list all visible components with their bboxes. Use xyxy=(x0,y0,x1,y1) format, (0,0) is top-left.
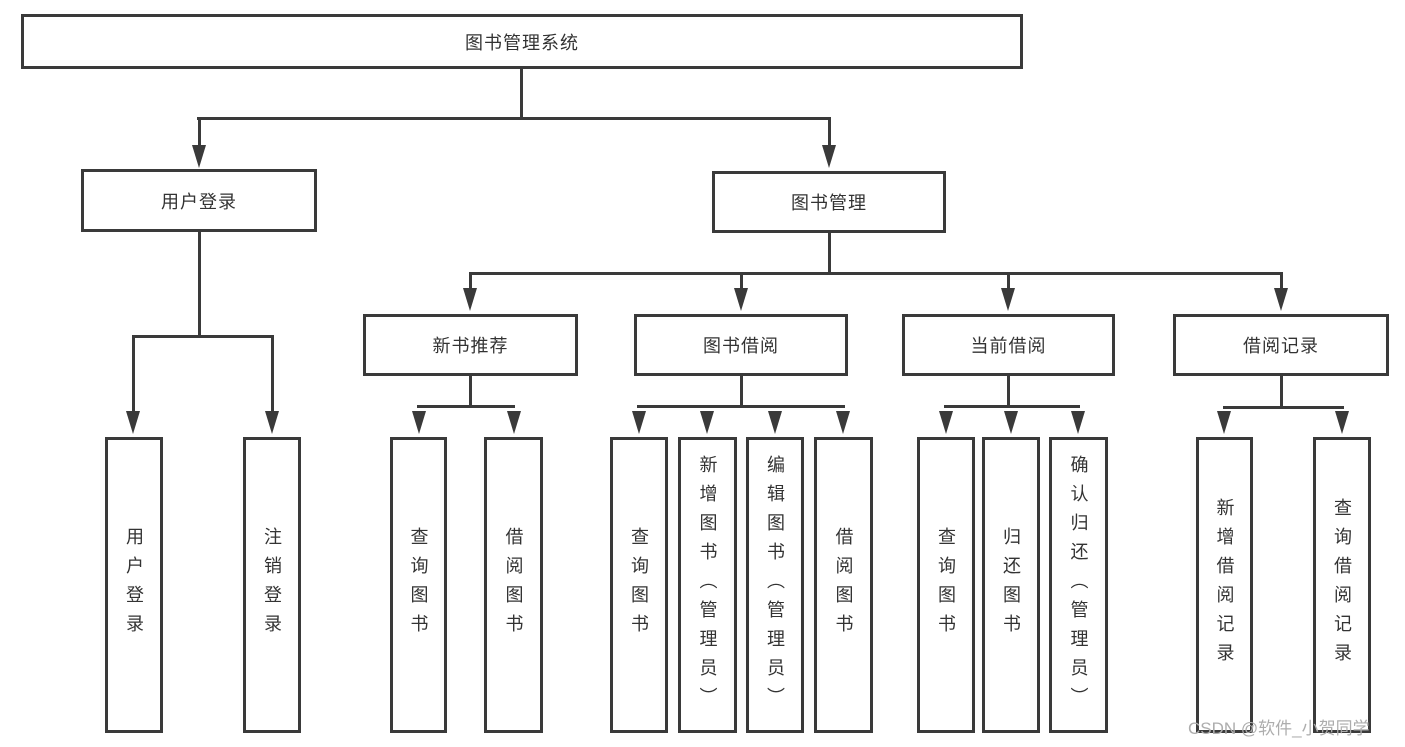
connector-line xyxy=(469,275,472,289)
node-current-borrowing: 当前借阅 xyxy=(902,314,1115,376)
node-query-books-recommend: 查询图书 xyxy=(390,437,447,733)
arrowhead-down xyxy=(265,411,279,434)
node-query-books-current: 查询图书 xyxy=(917,437,975,733)
node-borrow-books-borrow: 借阅图书 xyxy=(814,437,873,733)
connector-line xyxy=(132,335,274,338)
node-label: 编辑图书（管理员） xyxy=(765,454,785,716)
connector-line xyxy=(1007,376,1010,408)
node-logout: 注销登录 xyxy=(243,437,301,733)
connector-line xyxy=(944,405,1080,408)
node-label: 图书管理 xyxy=(791,193,867,213)
node-label: 用户登录 xyxy=(161,191,237,212)
node-label: 查询借阅记录 xyxy=(1332,498,1352,672)
node-label: 借阅记录 xyxy=(1243,336,1319,356)
node-label: 当前借阅 xyxy=(970,336,1047,356)
arrowhead-down xyxy=(1274,288,1288,311)
arrowhead-down xyxy=(734,288,748,311)
arrowhead-down xyxy=(700,411,714,434)
node-root-library-system: 图书管理系统 xyxy=(21,14,1023,69)
node-borrowing-records: 借阅记录 xyxy=(1173,314,1389,376)
node-query-books-borrow: 查询图书 xyxy=(610,437,668,733)
connector-line xyxy=(417,405,515,408)
connector-line xyxy=(198,120,201,146)
node-label: 用户登录 xyxy=(124,527,144,643)
arrowhead-down xyxy=(1004,411,1018,434)
arrowhead-down xyxy=(822,145,836,168)
arrowhead-down xyxy=(939,411,953,434)
connector-line xyxy=(1280,376,1283,408)
node-user-login: 用户登录 xyxy=(81,169,317,232)
node-label: 图书借阅 xyxy=(703,336,779,356)
arrowhead-down xyxy=(836,411,850,434)
arrowhead-down xyxy=(412,411,426,434)
node-label: 新书推荐 xyxy=(432,336,509,356)
connector-line xyxy=(198,232,201,338)
node-label: 借阅图书 xyxy=(833,527,854,643)
arrowhead-down xyxy=(768,411,782,434)
node-label: 图书管理系统 xyxy=(465,32,579,53)
node-return-books: 归还图书 xyxy=(982,437,1040,733)
node-label: 注销登录 xyxy=(262,527,282,643)
node-book-management: 图书管理 xyxy=(712,171,946,233)
connector-line xyxy=(1223,406,1344,409)
node-label: 查询图书 xyxy=(408,527,429,643)
node-label: 借阅图书 xyxy=(503,527,524,643)
connector-line xyxy=(271,338,274,412)
arrowhead-down xyxy=(192,145,206,168)
connector-line xyxy=(740,275,743,289)
connector-line xyxy=(132,338,135,412)
csdn-watermark: CSDN @软件_小贺同学 xyxy=(1188,719,1370,738)
connector-line xyxy=(197,117,831,120)
node-new-book-recommend: 新书推荐 xyxy=(363,314,578,376)
node-label: 归还图书 xyxy=(1001,527,1021,643)
node-query-borrow-record: 查询借阅记录 xyxy=(1313,437,1371,733)
node-label: 查询图书 xyxy=(936,527,956,643)
node-add-book-admin: 新增图书（管理员） xyxy=(678,437,737,733)
node-label: 确认归还（管理员） xyxy=(1068,454,1089,716)
arrowhead-down xyxy=(507,411,521,434)
arrowhead-down xyxy=(1217,411,1231,434)
arrowhead-down xyxy=(1071,411,1085,434)
arrowhead-down xyxy=(463,288,477,311)
node-user-login-leaf: 用户登录 xyxy=(105,437,163,733)
connector-line xyxy=(469,376,472,408)
node-label: 新增借阅记录 xyxy=(1214,498,1235,672)
connector-line xyxy=(828,233,831,275)
arrowhead-down xyxy=(126,411,140,434)
connector-line xyxy=(740,376,743,408)
arrowhead-down xyxy=(1001,288,1015,311)
node-add-borrow-record: 新增借阅记录 xyxy=(1196,437,1253,733)
arrowhead-down xyxy=(632,411,646,434)
node-borrow-books-recommend: 借阅图书 xyxy=(484,437,543,733)
node-edit-book-admin: 编辑图书（管理员） xyxy=(746,437,804,733)
connector-line xyxy=(1280,275,1283,289)
node-label: 新增图书（管理员） xyxy=(697,454,718,716)
connector-line xyxy=(828,120,831,146)
arrowhead-down xyxy=(1335,411,1349,434)
connector-line xyxy=(637,405,845,408)
node-label: 查询图书 xyxy=(629,527,649,643)
connector-line xyxy=(469,272,1283,275)
node-confirm-return-admin: 确认归还（管理员） xyxy=(1049,437,1108,733)
connector-line xyxy=(520,68,523,120)
node-book-borrowing: 图书借阅 xyxy=(634,314,848,376)
connector-line xyxy=(1007,275,1010,289)
